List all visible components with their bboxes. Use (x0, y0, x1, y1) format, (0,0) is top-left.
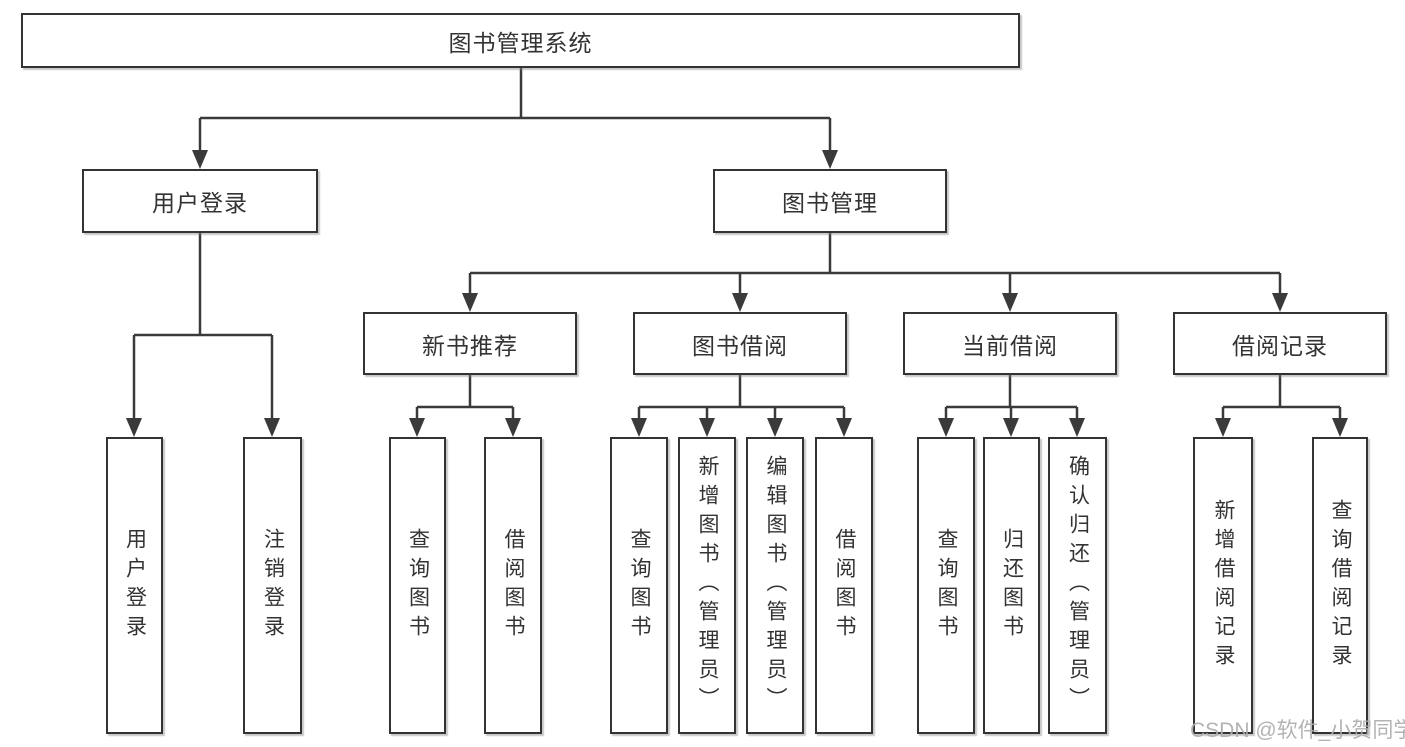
node-current-borrow-label: 当前借阅 (962, 332, 1058, 359)
node-borrow-records-label: 借阅记录 (1232, 332, 1328, 359)
leaf-user-login-label: 用户登录 (123, 527, 147, 644)
node-root-label: 图书管理系统 (448, 29, 593, 56)
leaf-bb-add-books-admin: 新增图书（管理员） (678, 437, 736, 734)
node-root-library-system: 图书管理系统 (21, 13, 1020, 68)
leaf-bb-query-books-label: 查询图书 (628, 527, 651, 644)
node-current-borrow: 当前借阅 (903, 312, 1117, 375)
node-user-login: 用户登录 (82, 169, 318, 233)
csdn-watermark: CSDN @软件_小贺同学 (1190, 719, 1405, 742)
leaf-bb-borrow-books-label: 借阅图书 (833, 527, 856, 644)
leaf-br-add-record: 新增借阅记录 (1193, 437, 1253, 734)
node-user-login-label: 用户登录 (152, 190, 248, 216)
leaf-user-login: 用户登录 (106, 437, 163, 734)
leaf-nb-query-books: 查询图书 (389, 437, 446, 734)
node-borrow-records: 借阅记录 (1173, 312, 1387, 375)
leaf-bb-edit-books-admin: 编辑图书（管理员） (746, 437, 804, 734)
node-new-book-recommend-label: 新书推荐 (422, 332, 518, 359)
leaf-cb-return-books: 归还图书 (983, 437, 1040, 734)
node-book-borrow: 图书借阅 (633, 312, 847, 375)
leaf-cb-confirm-return-admin-label: 确认归还（管理员） (1066, 455, 1090, 716)
leaf-nb-query-books-label: 查询图书 (406, 527, 430, 644)
leaf-br-query-record-label: 查询借阅记录 (1329, 498, 1352, 673)
node-book-borrow-label: 图书借阅 (692, 332, 788, 359)
leaf-bb-borrow-books: 借阅图书 (815, 437, 873, 734)
leaf-cb-return-books-label: 归还图书 (1000, 527, 1024, 644)
leaf-nb-borrow-books: 借阅图书 (484, 437, 542, 734)
node-book-management: 图书管理 (713, 169, 947, 233)
arrowheads (126, 150, 1348, 437)
node-new-book-recommend: 新书推荐 (363, 312, 577, 375)
leaf-logout-label: 注销登录 (261, 527, 285, 644)
leaf-bb-add-books-admin-label: 新增图书（管理员） (696, 455, 719, 716)
leaf-br-query-record: 查询借阅记录 (1312, 437, 1368, 734)
leaf-cb-confirm-return-admin: 确认归还（管理员） (1048, 437, 1107, 734)
leaf-logout: 注销登录 (243, 437, 302, 734)
leaf-bb-edit-books-admin-label: 编辑图书（管理员） (764, 455, 787, 716)
leaf-nb-borrow-books-label: 借阅图书 (502, 527, 525, 644)
leaf-cb-query-books: 查询图书 (917, 437, 975, 734)
node-book-management-label: 图书管理 (782, 190, 878, 216)
leaf-bb-query-books: 查询图书 (610, 437, 668, 734)
leaf-br-add-record-label: 新增借阅记录 (1212, 498, 1235, 673)
leaf-cb-query-books-label: 查询图书 (935, 527, 958, 644)
